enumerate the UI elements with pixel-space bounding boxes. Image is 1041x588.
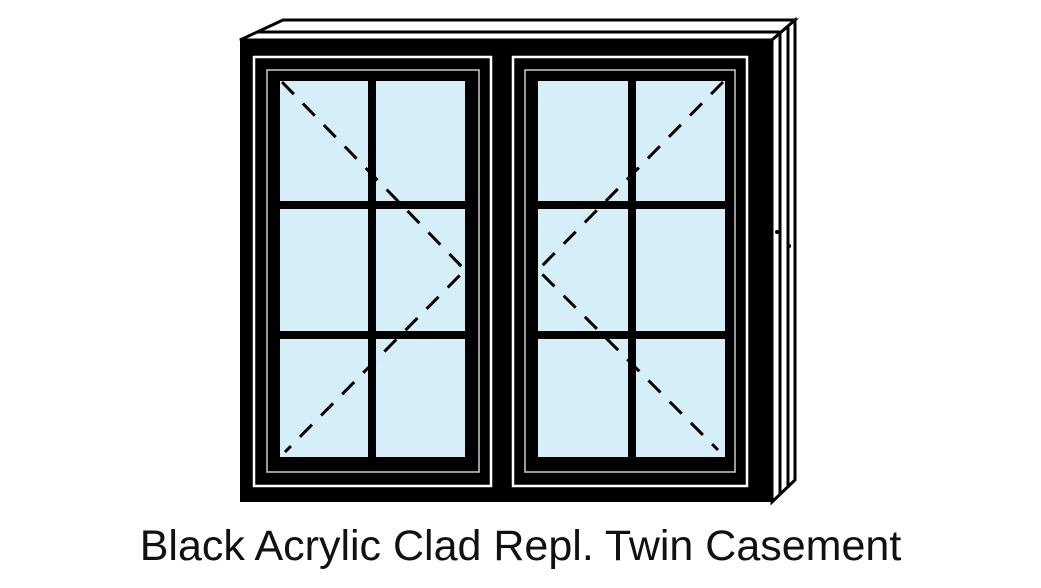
frame-depth [239, 16, 800, 506]
hinge-dot [787, 244, 791, 248]
muntin [280, 201, 465, 209]
muntin [538, 201, 725, 209]
opening-direction [280, 80, 468, 454]
muntin [628, 81, 636, 457]
window-diagram [239, 16, 800, 506]
diagram-caption: Black Acrylic Clad Repl. Twin Casement [139, 522, 902, 570]
muntin [538, 331, 725, 339]
hinge-dot [775, 230, 779, 234]
opening-direction [535, 80, 725, 452]
muntin [280, 331, 465, 339]
left-sash [252, 55, 493, 488]
right-sash [511, 55, 749, 488]
muntin [368, 81, 376, 457]
